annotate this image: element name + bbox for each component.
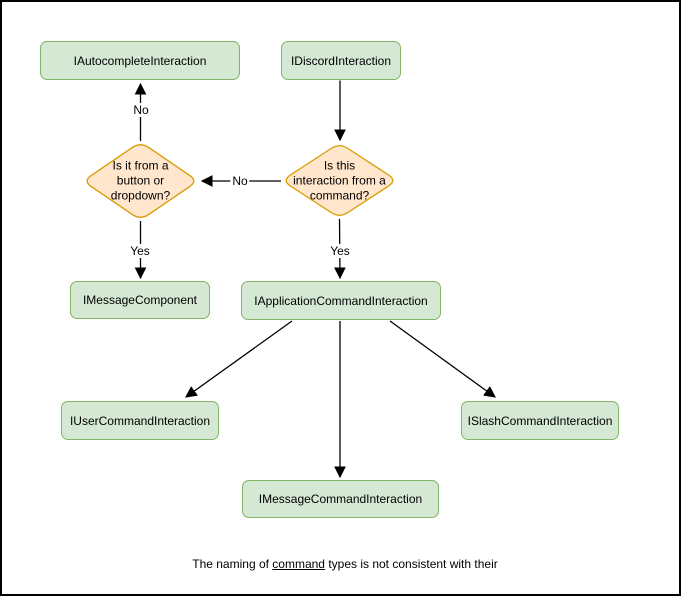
edge-label-no: No (131, 103, 151, 117)
decision-line: command? (309, 188, 370, 202)
footnote: The naming of command types is not consi… (104, 528, 586, 602)
node-slash-command-interaction: ISlashCommandInteraction (461, 401, 619, 440)
node-discord-interaction: IDiscordInteraction (281, 41, 401, 80)
footnote-line-2: Socket & Rest counterparts. The naming f… (104, 601, 586, 602)
node-application-command-interaction: IApplicationCommandInteraction (241, 281, 441, 320)
decision-label-from-command: Is this interaction from a command? (293, 158, 386, 203)
decision-line: interaction from a (293, 173, 386, 187)
edge-label-no: No (230, 174, 250, 188)
decision-diamond-button-dropdown (86, 144, 195, 218)
decision-label-button-dropdown: Is it from a button or dropdown? (111, 159, 170, 204)
node-user-command-interaction: IUserCommandInteraction (61, 401, 219, 440)
decision-diamond-from-command (285, 145, 394, 216)
arrow-application-to-slash-command (389, 320, 496, 398)
arrow-application-to-user-command (185, 320, 293, 398)
edge-label-yes: Yes (128, 244, 152, 258)
node-message-command-interaction: IMessageCommandInteraction (242, 480, 439, 518)
decision-line: Is it from a (112, 158, 169, 173)
decision-line: Is this (323, 158, 356, 172)
node-autocomplete-interaction: IAutocompleteInteraction (40, 41, 240, 80)
node-message-component: IMessageComponent (70, 281, 210, 319)
edge-label-yes: Yes (328, 244, 352, 258)
decision-line: dropdown? (110, 188, 171, 203)
decision-line: button or (116, 173, 165, 188)
footnote-line-1: The naming of command types is not consi… (192, 557, 498, 572)
